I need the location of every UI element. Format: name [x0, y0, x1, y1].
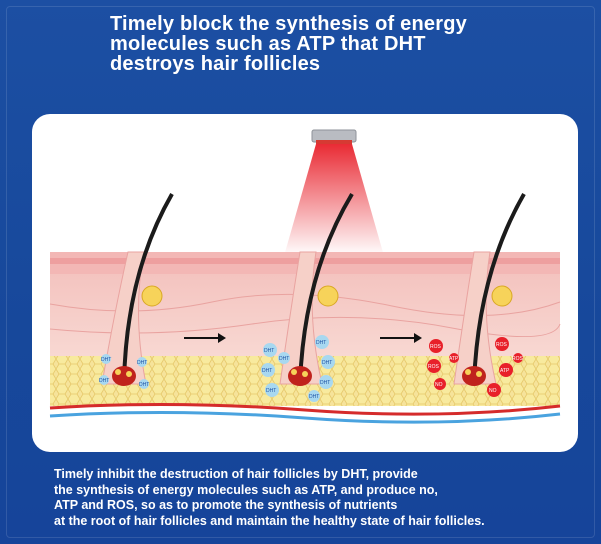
follicle-stage-3: [427, 193, 526, 397]
follicle-stage-1: [99, 193, 174, 389]
stage2-label: DHT: [279, 356, 289, 362]
stage3-label: ATP: [449, 356, 459, 362]
stage2-label: DHT: [316, 340, 326, 346]
caption-line-1: Timely inhibit the destruction of hair f…: [54, 467, 418, 481]
hair-follicle-diagram: DHT DHT DHT DHT DHT: [49, 129, 561, 424]
stage2-label: DHT: [322, 360, 332, 366]
stage3-label: ROS: [496, 342, 508, 348]
caption-line-3: ATP and ROS, so as to promote the synthe…: [54, 498, 398, 512]
stage2-label: DHT: [309, 394, 319, 400]
caption-line-4: at the root of hair follicles and mainta…: [54, 513, 485, 528]
red-light-lamp-icon: [284, 129, 384, 256]
headline-line-3: destroys hair follicles: [110, 53, 321, 75]
stage2-label: DHT: [264, 348, 274, 354]
stage3-label: NO: [489, 388, 497, 394]
headline: Timely block the synthesis of energy mol…: [110, 14, 550, 74]
headline-line-2: molecules such as ATP that DHT: [110, 33, 426, 55]
stage3-label: ROS: [512, 356, 524, 362]
stage3-label: ROS: [430, 344, 442, 350]
stage1-label: DHT: [137, 360, 147, 366]
stage1-label: DHT: [139, 382, 149, 388]
blood-vessel-red: [49, 402, 561, 416]
stage1-label: DHT: [101, 357, 111, 363]
follicle-stage-2: [261, 192, 354, 402]
headline-line-1: Timely block the synthesis of energy: [110, 13, 467, 35]
stage3-label: ROS: [428, 364, 440, 370]
right-arrow-icon: [184, 333, 226, 343]
caption-line-2: the synthesis of energy molecules such a…: [54, 482, 438, 497]
illustration-panel: DHT DHT DHT DHT DHT: [32, 114, 578, 452]
stage3-label: ATP: [500, 368, 510, 374]
blood-vessel-blue: [49, 410, 561, 424]
stage1-label: DHT: [99, 378, 109, 384]
caption: Timely inhibit the destruction of hair f…: [54, 467, 594, 529]
stage2-label: DHT: [266, 388, 276, 394]
stage2-label: DHT: [320, 380, 330, 386]
stage2-label: DHT: [262, 368, 272, 374]
stage3-label: NO: [435, 382, 443, 388]
right-arrow-icon: [380, 333, 422, 343]
